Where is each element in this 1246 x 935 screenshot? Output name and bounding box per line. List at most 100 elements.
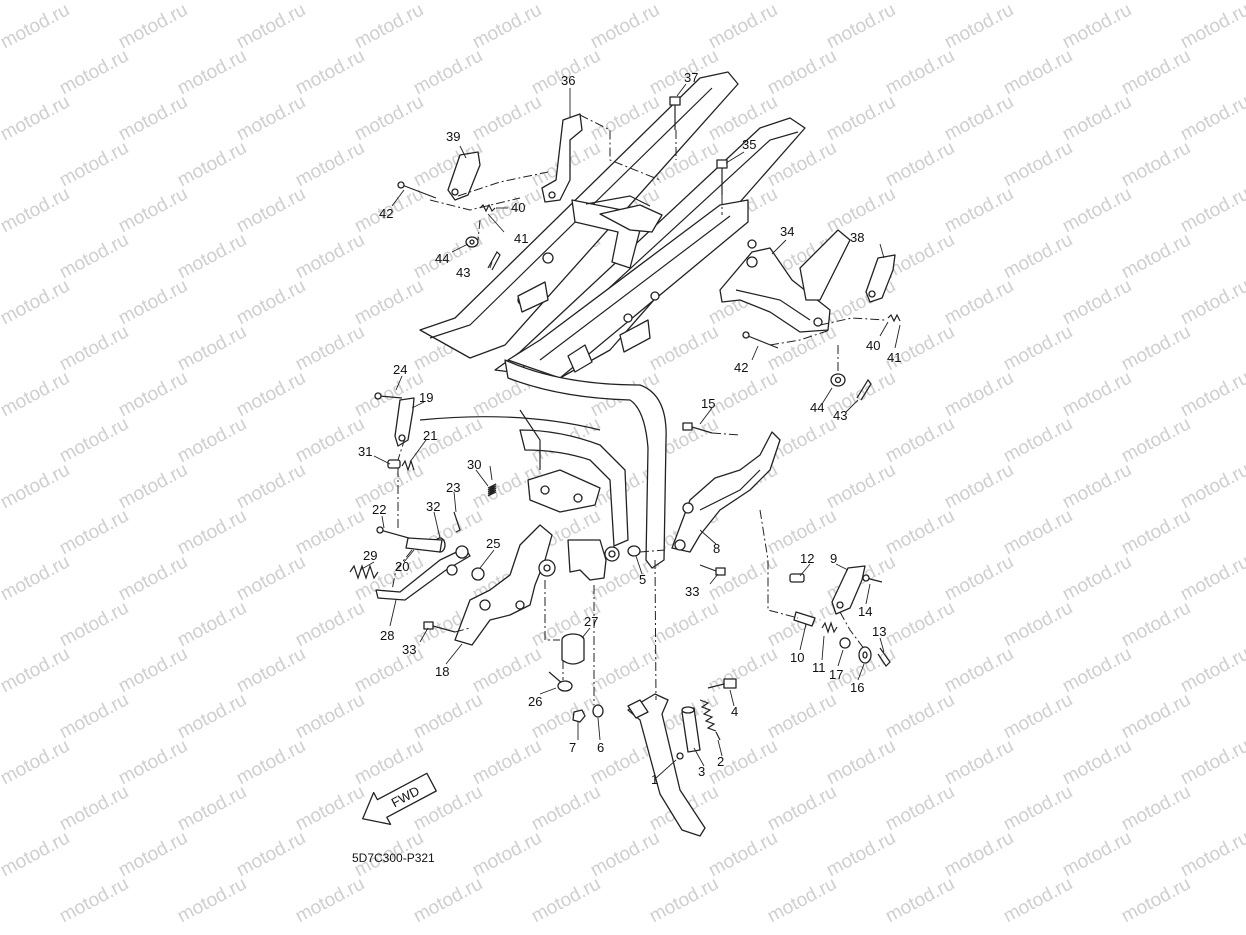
watermark-text: motod.ru [941, 551, 1017, 605]
watermark-text: motod.ru [1177, 643, 1246, 697]
part-27-damper [561, 633, 585, 665]
watermark-text: motod.ru [882, 689, 958, 743]
part-2-spring [699, 699, 721, 741]
part-43-cotter-right [856, 378, 872, 401]
watermark-text: motod.ru [0, 459, 73, 513]
part-37-bolt [669, 96, 681, 130]
part-17-washer [839, 637, 851, 649]
part-44-washer-left [465, 236, 479, 248]
watermark-text: motod.ru [646, 873, 722, 927]
watermark-text: motod.ru [115, 0, 191, 53]
watermark-text: motod.ru [1177, 551, 1246, 605]
watermark-text: motod.ru [292, 781, 368, 835]
watermark-text: motod.ru [646, 597, 722, 651]
watermark-text: motod.ru [705, 827, 781, 881]
part-43-cotter-left [487, 251, 501, 271]
watermark-text: motod.ru [1118, 45, 1194, 99]
watermark-text: motod.ru [1000, 873, 1076, 927]
part-33-bolt-right [699, 564, 726, 576]
watermark-text: motod.ru [351, 275, 427, 329]
watermark-text: motod.ru [115, 367, 191, 421]
watermark-text: motod.ru [1118, 781, 1194, 835]
watermark-text: motod.ru [823, 91, 899, 145]
callout-17: 17 [829, 667, 843, 682]
watermark-text: motod.ru [764, 873, 840, 927]
watermark-text: motod.ru [587, 643, 663, 697]
callout-16: 16 [850, 680, 864, 695]
watermark-text: motod.ru [292, 229, 368, 283]
watermark-text: motod.ru [882, 873, 958, 927]
watermark-text: motod.ru [528, 781, 604, 835]
callout-13: 13 [872, 624, 886, 639]
watermark-text: motod.ru [56, 321, 132, 375]
watermark-text: motod.ru [882, 45, 958, 99]
watermark-text: motod.ru [410, 505, 486, 559]
watermark-text: motod.ru [115, 643, 191, 697]
watermark-text: motod.ru [1059, 91, 1135, 145]
callout-3: 3 [698, 764, 705, 779]
watermark-text: motod.ru [469, 0, 545, 53]
callout-23: 23 [446, 480, 460, 495]
reference-code: 5D7C300-P321 [352, 851, 435, 865]
watermark-text: motod.ru [115, 275, 191, 329]
part-9-footrest [831, 565, 866, 615]
part-21-spring [401, 459, 415, 472]
watermark-text: motod.ru [174, 413, 250, 467]
watermark-text: motod.ru [292, 137, 368, 191]
callout-28: 28 [380, 628, 394, 643]
watermark-text: motod.ru [941, 643, 1017, 697]
part-40-spring-left [479, 203, 496, 213]
watermark-text: motod.ru [174, 689, 250, 743]
watermark-text: motod.ru [292, 321, 368, 375]
watermark-text: motod.ru [1059, 551, 1135, 605]
callout-12: 12 [800, 551, 814, 566]
watermark-text: motod.ru [1118, 413, 1194, 467]
watermark-text: motod.ru [0, 643, 73, 697]
watermark-text: motod.ru [56, 137, 132, 191]
watermark-text: motod.ru [882, 505, 958, 559]
callout-14: 14 [858, 604, 872, 619]
watermark-text: motod.ru [1059, 183, 1135, 237]
callout-9: 9 [830, 551, 837, 566]
watermark-text: motod.ru [1000, 413, 1076, 467]
part-23-cotter [453, 511, 461, 533]
watermark-text: motod.ru [882, 321, 958, 375]
callout-41-left: 41 [514, 231, 528, 246]
callout-39: 39 [446, 129, 460, 144]
part-13-cotter [877, 647, 891, 667]
callout-36: 36 [561, 73, 575, 88]
watermark-text: motod.ru [1118, 229, 1194, 283]
watermark-text: motod.ru [351, 91, 427, 145]
callout-42-left: 42 [379, 206, 393, 221]
part-19-footrest [394, 397, 415, 447]
callout-35: 35 [742, 137, 756, 152]
watermark-text: motod.ru [115, 551, 191, 605]
watermark-text: motod.ru [115, 183, 191, 237]
watermark-text: motod.ru [1000, 689, 1076, 743]
watermark-text: motod.ru [1000, 321, 1076, 375]
watermark-text: motod.ru [1059, 827, 1135, 881]
callout-10: 10 [790, 650, 804, 665]
watermark-text: motod.ru [764, 45, 840, 99]
callout-40-right: 40 [866, 338, 880, 353]
part-42-pin-right [742, 331, 779, 349]
callout-25: 25 [486, 536, 500, 551]
callout-8: 8 [713, 541, 720, 556]
part-28-pedal [375, 545, 471, 601]
watermark-text: motod.ru [233, 827, 309, 881]
watermark-text: motod.ru [1000, 597, 1076, 651]
watermark-text: motod.ru [705, 643, 781, 697]
leader-lines [359, 83, 901, 779]
watermark-text: motod.ru [174, 505, 250, 559]
watermark-text: motod.ru [174, 781, 250, 835]
callout-42-right: 42 [734, 360, 748, 375]
watermark-text: motod.ru [174, 873, 250, 927]
part-5-collar [627, 545, 641, 557]
watermark-text: motod.ru [0, 0, 73, 53]
watermark-text: motod.ru [174, 321, 250, 375]
part-39-footrest [447, 151, 481, 201]
callout-19: 19 [419, 390, 433, 405]
part-20-shaft [405, 537, 443, 553]
watermark-text: motod.ru [823, 0, 899, 53]
